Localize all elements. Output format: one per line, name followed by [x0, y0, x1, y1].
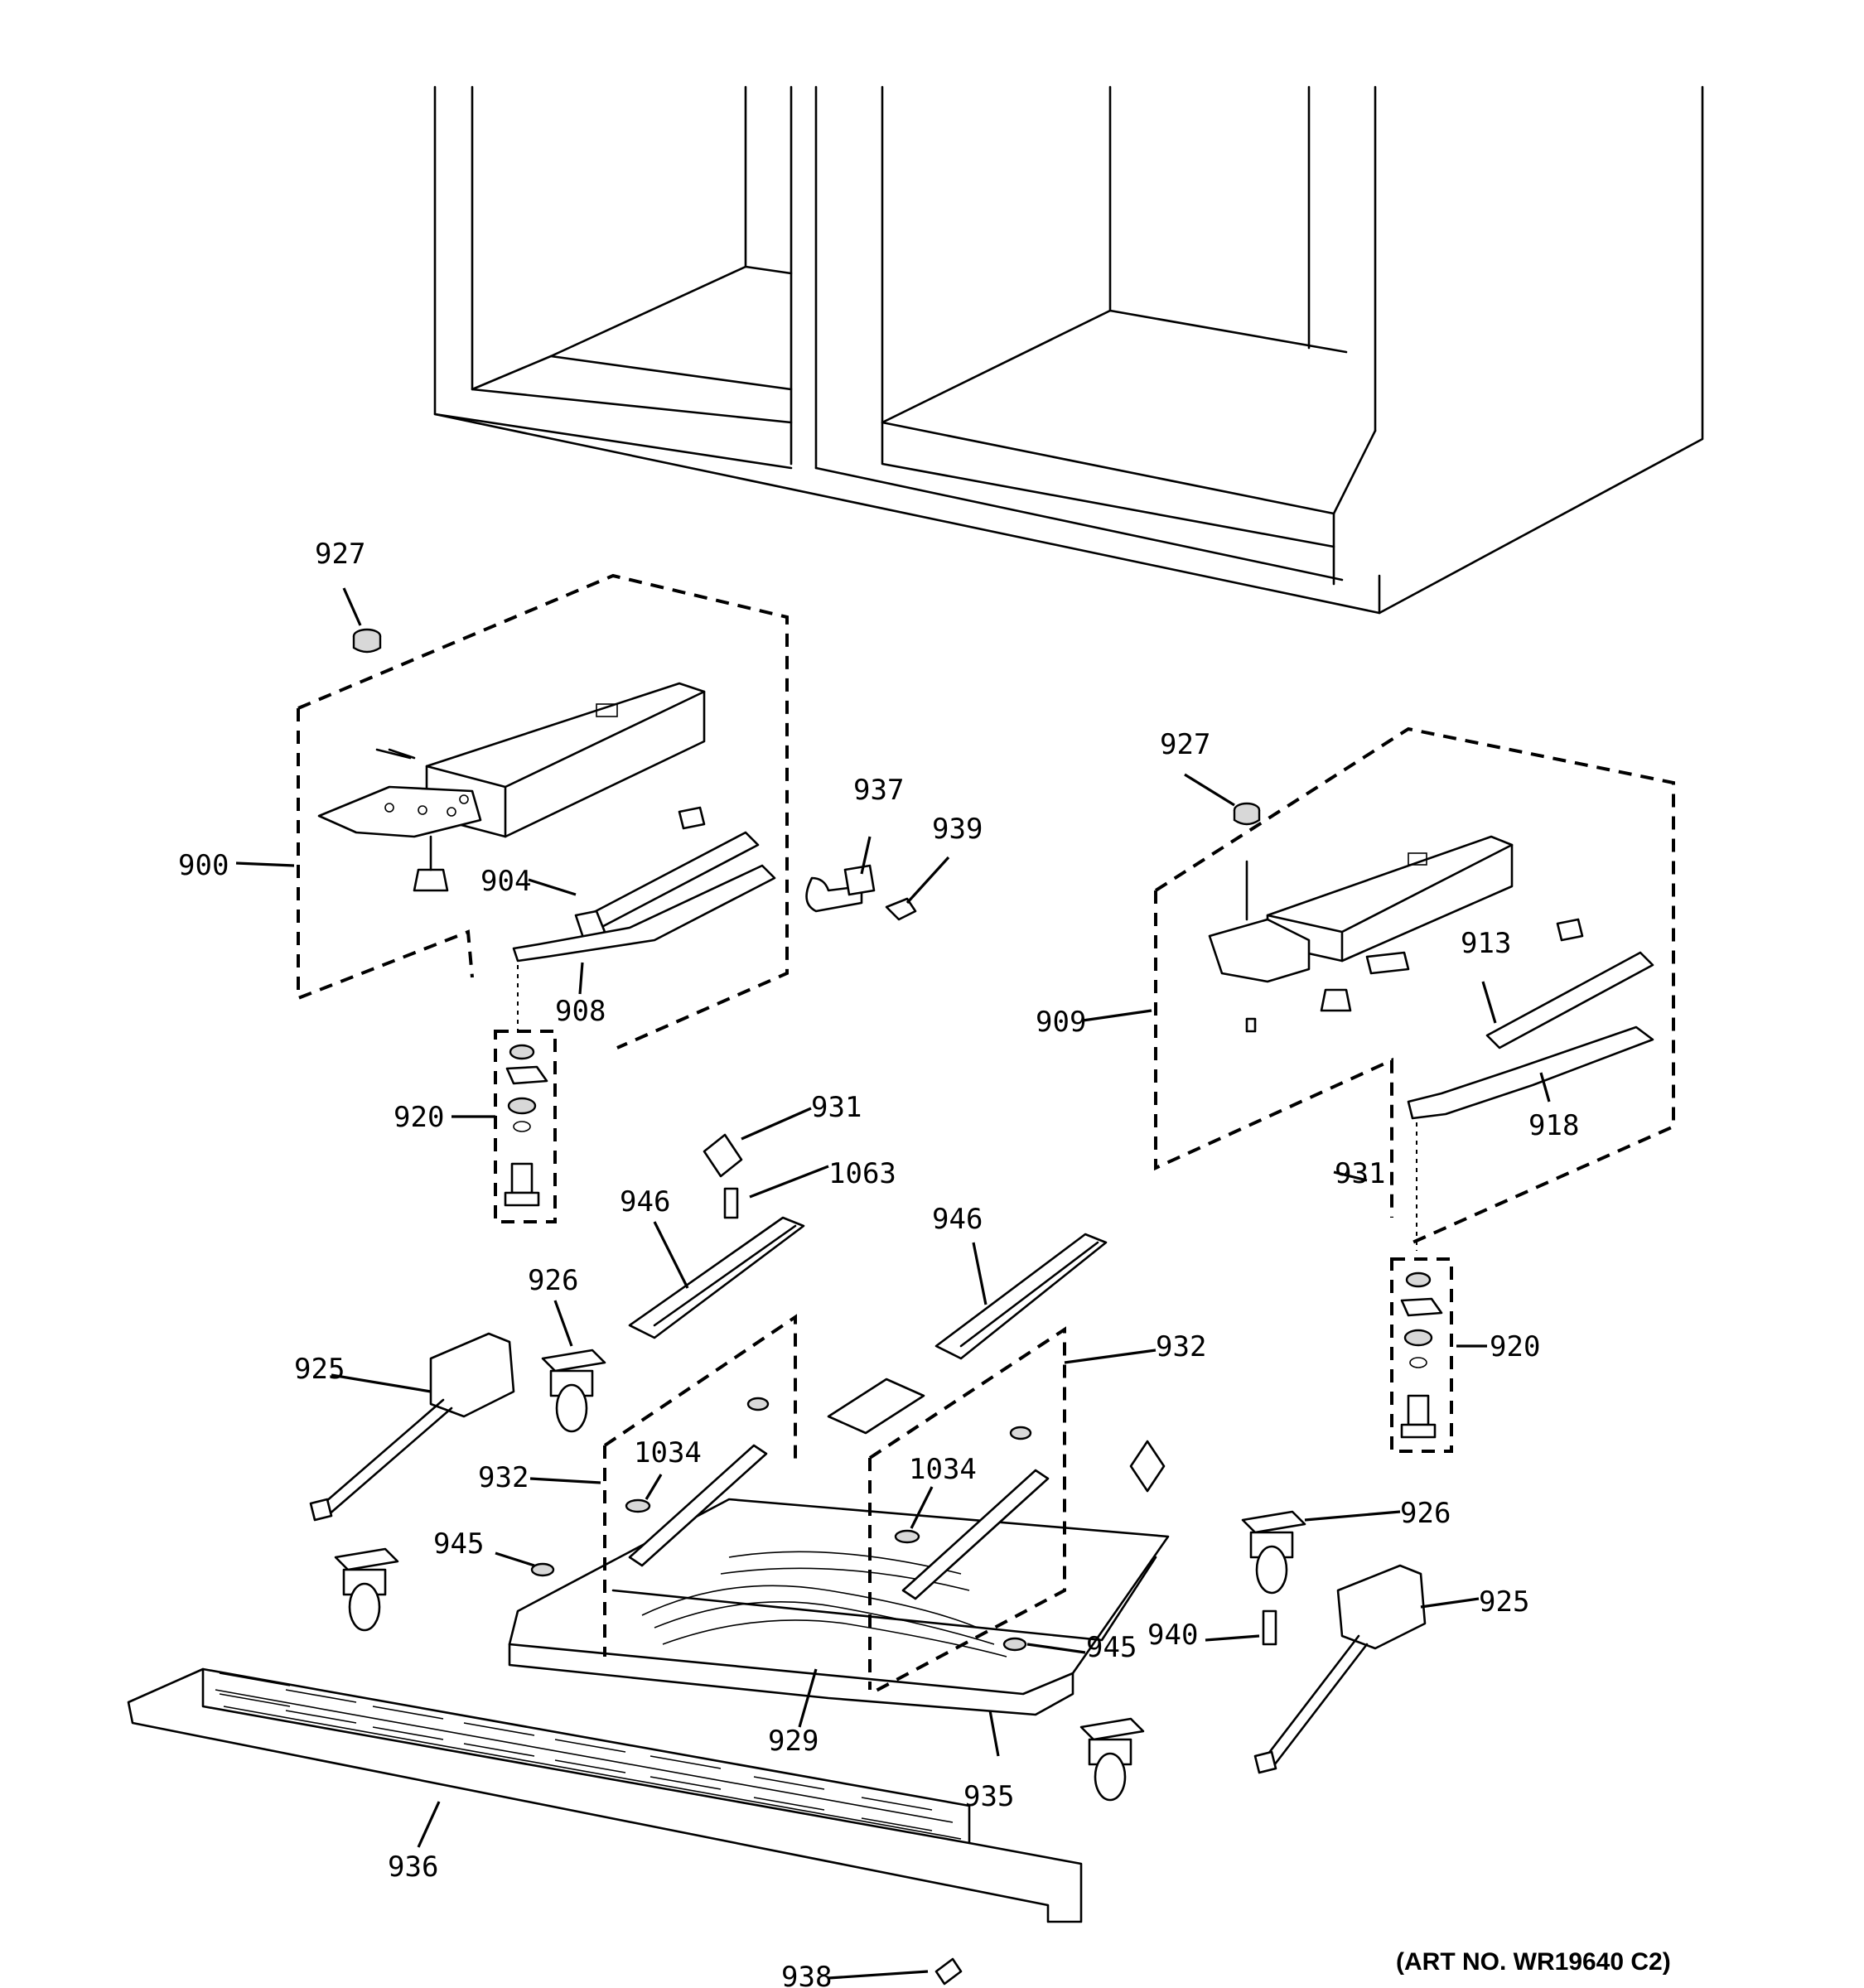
callout-932-right: 932	[1156, 1330, 1206, 1363]
callout-908: 908	[555, 995, 606, 1028]
cap-927-right	[1233, 802, 1261, 826]
callout-945-left: 945	[433, 1527, 484, 1561]
callout-938: 938	[781, 1961, 832, 1988]
callout-927-right: 927	[1160, 728, 1210, 761]
callout-1034-right: 1034	[909, 1453, 977, 1486]
callout-909: 909	[1036, 1006, 1086, 1039]
screw-938	[934, 1957, 963, 1986]
art-number: (ART NO. WR19640 C2)	[1396, 1948, 1671, 1976]
callout-904: 904	[480, 865, 531, 898]
callout-929: 929	[768, 1725, 819, 1758]
callout-900: 900	[178, 849, 229, 882]
base-assembly	[508, 1133, 1170, 1716]
callout-leaders	[235, 587, 1551, 1980]
caster-926-right-front	[1079, 1717, 1145, 1802]
callout-940: 940	[1147, 1619, 1198, 1652]
callout-931-top: 931	[811, 1091, 862, 1124]
leveling-leg-925-left	[309, 1332, 515, 1522]
callout-925-left: 925	[294, 1353, 345, 1386]
callout-937: 937	[853, 774, 904, 807]
caster-926-left-rear	[541, 1349, 606, 1433]
leveling-leg-925-right	[1253, 1564, 1427, 1774]
callout-926-right: 926	[1400, 1497, 1451, 1530]
callout-936: 936	[388, 1850, 438, 1884]
callout-926-left: 926	[528, 1264, 578, 1297]
callout-918: 918	[1528, 1109, 1579, 1142]
grille-936	[127, 1667, 1083, 1923]
callout-927-left: 927	[315, 538, 365, 571]
left-hinge-assembly	[297, 573, 789, 1049]
washer-stack-920-right	[1390, 1257, 1453, 1453]
callout-920-left: 920	[394, 1101, 444, 1134]
callout-920-right: 920	[1490, 1330, 1540, 1363]
callout-932-left: 932	[478, 1461, 529, 1494]
callout-913: 913	[1461, 927, 1511, 960]
callout-946-left: 946	[620, 1185, 670, 1218]
callout-931-right: 931	[1335, 1157, 1385, 1190]
callout-1063: 1063	[828, 1157, 896, 1190]
washer-stack-920-left	[494, 1030, 557, 1223]
cap-927-left	[352, 628, 382, 654]
callout-935: 935	[963, 1780, 1014, 1813]
callout-946-right: 946	[932, 1203, 983, 1236]
callout-labels: 927 900 904 908 927 909 937 939 913 918 …	[178, 538, 1671, 1988]
screw-940	[1262, 1609, 1277, 1646]
refrigerator-cabinet	[433, 85, 1704, 615]
caster-926-right-rear	[1241, 1510, 1306, 1595]
callout-1034-left: 1034	[634, 1436, 702, 1469]
callout-939: 939	[932, 813, 983, 846]
screw-939	[885, 897, 917, 921]
caster-926-left-front	[334, 1547, 399, 1632]
callout-945-right: 945	[1086, 1631, 1137, 1664]
right-hinge-assembly	[1154, 726, 1675, 1251]
callout-925-right: 925	[1479, 1585, 1529, 1619]
clip-937	[805, 864, 876, 913]
